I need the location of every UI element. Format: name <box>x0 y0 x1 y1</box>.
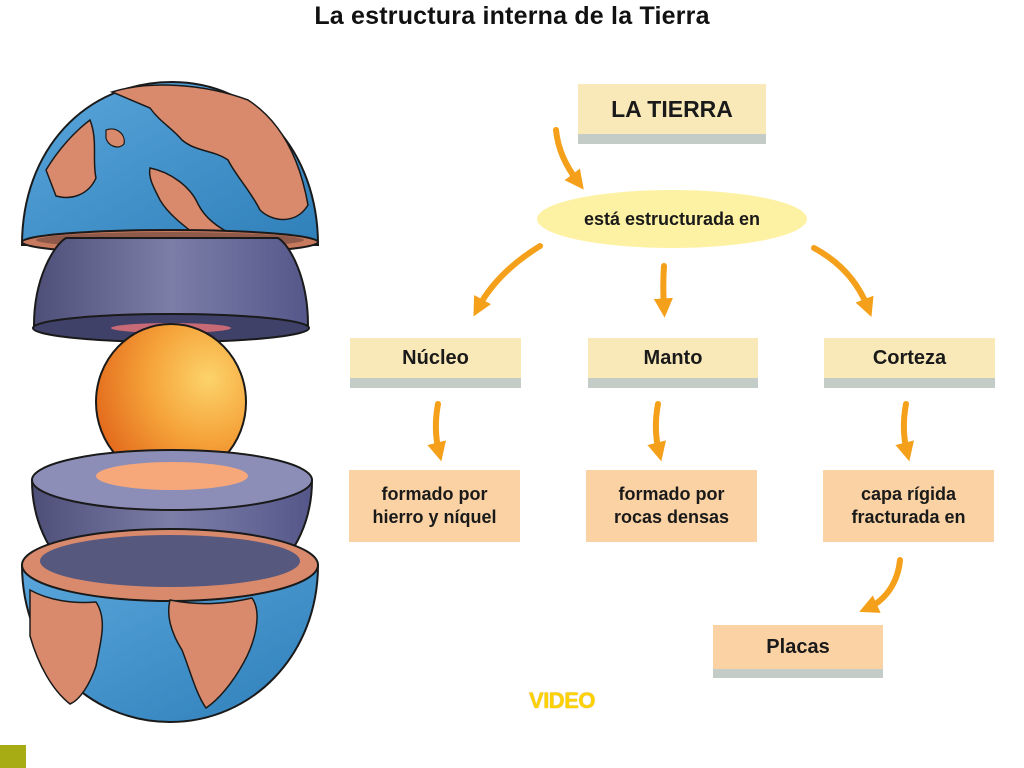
nucleo-desc-line1: formado por <box>381 484 488 504</box>
video-link[interactable]: VIDEO <box>529 688 595 713</box>
arrow-nucleo-desc <box>427 401 446 462</box>
arrow-corteza-placas <box>859 557 903 613</box>
arrow-manto-desc <box>647 401 666 462</box>
arrow-root-to-connector <box>553 127 584 190</box>
corteza-label: Corteza <box>872 346 947 369</box>
arrow-to-corteza <box>811 245 874 317</box>
nucleo-description: formado por hierro y níquel <box>349 470 520 542</box>
manto-node: Manto <box>588 338 758 388</box>
top-crust-hemisphere <box>20 80 320 255</box>
connector-oval: está estructurada en <box>537 190 807 248</box>
corteza-description: capa rígida fracturada en <box>823 470 994 542</box>
arrow-to-manto <box>653 263 673 318</box>
corteza-desc-line2: fracturada en <box>851 507 966 527</box>
arrow-corteza-desc <box>895 401 914 462</box>
earth-layers-illustration <box>20 80 320 724</box>
manto-desc-line2: rocas densas <box>613 507 730 527</box>
arrow-to-nucleo <box>473 243 543 317</box>
corteza-desc-line1: capa rígida <box>860 484 957 504</box>
manto-label: Manto <box>643 346 703 369</box>
placas-node: Placas <box>713 625 883 678</box>
page-title: La estructura interna de la Tierra <box>314 2 710 30</box>
corteza-node: Corteza <box>824 338 995 388</box>
bottom-crust-hemisphere <box>20 528 320 724</box>
nucleo-node: Núcleo <box>350 338 521 388</box>
nucleo-desc-line2: hierro y níquel <box>372 507 497 527</box>
root-node: LA TIERRA <box>578 84 766 144</box>
manto-desc-line1: formado por <box>618 484 725 504</box>
placas-label: Placas <box>766 635 830 658</box>
slide-corner-marker <box>0 745 26 768</box>
nucleo-label: Núcleo <box>402 346 469 369</box>
connector-label: está estructurada en <box>583 208 761 229</box>
root-label: LA TIERRA <box>611 95 733 122</box>
manto-description: formado por rocas densas <box>586 470 757 542</box>
